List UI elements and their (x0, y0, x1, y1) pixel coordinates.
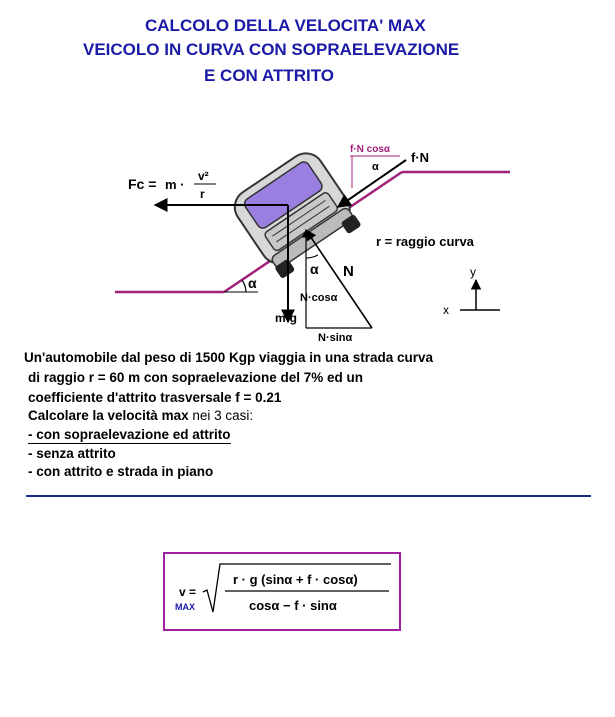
normal-alpha-label: α (310, 261, 319, 277)
formula-root-sign (202, 563, 391, 613)
base-alpha-label: α (248, 275, 257, 291)
formula: v = MAX r · g (sinα + f · cosα) cosα − f… (175, 563, 391, 613)
radius-label: r = raggio curva (376, 234, 475, 249)
case-2: - senza attrito (28, 446, 116, 461)
axis-y-label: y (470, 265, 476, 279)
n-cos-label: N·cosα (300, 292, 338, 304)
fc-m-label: m · (165, 177, 185, 192)
problem-line-3: coefficiente d'attrito trasversale f = 0… (28, 390, 282, 405)
friction-label: f·N (411, 150, 429, 165)
weight-label: m·g (275, 311, 297, 325)
normal-angle-arc (305, 254, 319, 259)
problem-line-2: di raggio r = 60 m con sopraelevazione d… (28, 370, 363, 385)
formula-v-subscript: MAX (175, 602, 195, 612)
title-line-1: CALCOLO DELLA VELOCITA' MAX (145, 16, 426, 35)
problem-line-4b: nei 3 casi: (192, 408, 254, 423)
friction-cos-label: f·N cosα (350, 144, 391, 155)
friction-force-arrow (336, 159, 407, 208)
coordinate-axes (460, 278, 500, 311)
title-line-2: VEICOLO IN CURVA CON SOPRAELEVAZIONE (83, 40, 460, 59)
problem-line-1: Un'automobile dal peso di 1500 Kgp viagg… (24, 350, 434, 365)
formula-box: v = MAX r · g (sinα + f · cosα) cosα − f… (163, 552, 401, 631)
n-sin-label: N·sinα (318, 332, 353, 344)
friction-alpha-label: α (372, 161, 379, 173)
problem-line-4a: Calcolare la velocità max (28, 408, 193, 423)
banked-curve-diagram: α Fc = m · v² r m·g α N N·cosα N·sinα f·… (115, 144, 510, 344)
formula-denominator: cosα − f · sinα (249, 598, 337, 613)
case-1: - con sopraelevazione ed attrito (28, 427, 231, 444)
title-line-3: E CON ATTRITO (204, 66, 335, 85)
fc-label: Fc = (128, 176, 156, 192)
fc-denominator: r (200, 187, 205, 201)
separator-line (26, 495, 591, 497)
problem-line-4: Calcolare la velocità max nei 3 casi: (28, 408, 253, 423)
car (233, 152, 361, 278)
case-3: - con attrito e strada in piano (28, 464, 214, 479)
fc-numerator: v² (198, 169, 209, 183)
formula-numerator: r · g (sinα + f · cosα) (233, 572, 358, 587)
normal-force-arrow (305, 229, 373, 329)
base-angle: α (224, 275, 258, 293)
normal-label: N (343, 263, 354, 280)
formula-v: v = (179, 585, 196, 599)
axis-x-label: x (443, 303, 449, 317)
